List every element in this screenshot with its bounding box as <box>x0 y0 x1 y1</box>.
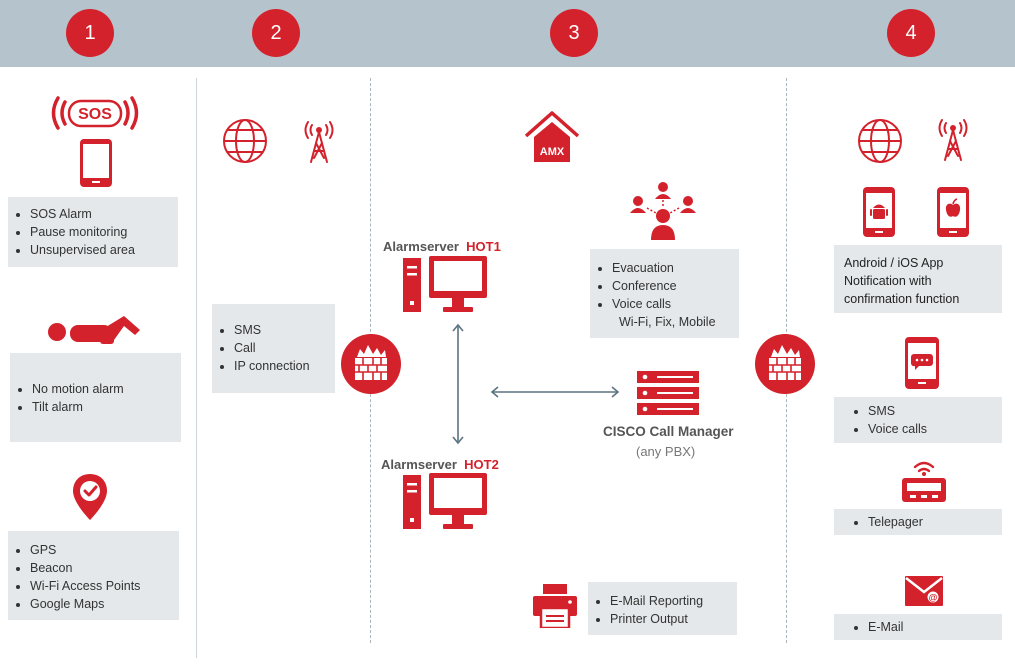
pager-icon <box>902 461 946 502</box>
list-item: Wi-Fi Access Points <box>30 577 179 595</box>
column-divider <box>196 78 197 658</box>
printer-icon <box>533 584 577 628</box>
list-item: Printer Output <box>610 610 737 628</box>
app-text-line: Android / iOS App <box>844 256 944 270</box>
list-item: No motion alarm <box>32 380 181 398</box>
list-item: Google Maps <box>30 595 179 613</box>
sos-features-box: SOS Alarm Pause monitoring Unsupervised … <box>8 197 178 267</box>
antenna-tower-icon <box>938 119 968 161</box>
vertical-connector-arrow <box>452 323 464 445</box>
conference-features-box: Evacuation Conference Voice calls Wi-Fi,… <box>590 249 739 338</box>
email-box: E-Mail <box>834 614 1002 640</box>
cisco-call-manager-subtitle: (any PBX) <box>636 444 696 459</box>
email-envelope-icon: @ <box>905 576 943 606</box>
step-2-badge: 2 <box>252 9 300 57</box>
svg-text:SOS: SOS <box>78 106 112 123</box>
list-item-continuation: Wi-Fi, Fix, Mobile <box>619 315 716 329</box>
list-item: Evacuation <box>612 259 739 277</box>
svg-text:AMX: AMX <box>540 146 565 158</box>
sms-voice-box: SMS Voice calls <box>834 397 1002 443</box>
list-item: GPS <box>30 541 179 559</box>
step-4-badge: 4 <box>887 9 935 57</box>
list-item: E-Mail Reporting <box>610 592 737 610</box>
telepager-box: Telepager <box>834 509 1002 535</box>
step-1-badge: 1 <box>66 9 114 57</box>
sms-phone-icon <box>905 337 939 389</box>
list-item: Call <box>234 339 335 357</box>
server-label-hot2: Alarmserver HOT2 <box>381 457 499 472</box>
header-bar <box>0 0 1015 67</box>
app-notification-box: Android / iOS App Notification with conf… <box>834 245 1002 313</box>
server-rack-icon <box>637 371 699 415</box>
list-item: Tilt alarm <box>32 398 181 416</box>
app-text-line: confirmation function <box>844 292 960 306</box>
list-item: Conference <box>612 277 739 295</box>
list-item: Beacon <box>30 559 179 577</box>
list-item: IP connection <box>234 357 335 375</box>
channels-box: SMS Call IP connection <box>212 304 335 393</box>
fallen-person-icon <box>48 316 140 344</box>
firewall-icon <box>341 334 401 394</box>
cisco-call-manager-title: CISCO Call Manager <box>603 424 734 439</box>
motion-features-box: No motion alarm Tilt alarm <box>10 353 181 442</box>
server-computer-icon <box>403 473 487 529</box>
globe-icon <box>223 119 267 163</box>
firewall-icon <box>755 334 815 394</box>
list-item: Voice calls <box>612 295 739 313</box>
list-item: Telepager <box>868 513 1002 531</box>
ios-phone-icon <box>937 187 969 237</box>
conference-group-icon <box>630 182 696 240</box>
amx-house-icon: AMX <box>524 111 580 162</box>
globe-icon <box>858 119 902 163</box>
server-label-hot1: Alarmserver HOT1 <box>383 239 501 254</box>
list-item: Voice calls <box>868 420 1002 438</box>
antenna-tower-icon <box>304 121 334 163</box>
horizontal-connector-arrow <box>490 386 620 398</box>
server-computer-icon <box>403 256 487 312</box>
svg-text:@: @ <box>929 593 938 603</box>
list-item: Unsupervised area <box>30 241 178 259</box>
location-pin-icon <box>73 474 107 520</box>
list-item: SOS Alarm <box>30 205 178 223</box>
step-3-badge: 3 <box>550 9 598 57</box>
list-item: Pause monitoring <box>30 223 178 241</box>
list-item: SMS <box>868 402 1002 420</box>
sos-signal-icon: SOS <box>51 96 139 130</box>
list-item: SMS <box>234 321 335 339</box>
list-item: E-Mail <box>868 618 1002 636</box>
android-phone-icon <box>863 187 895 237</box>
app-text-line: Notification with <box>844 274 932 288</box>
smartphone-icon <box>80 139 112 187</box>
location-features-box: GPS Beacon Wi-Fi Access Points Google Ma… <box>8 531 179 620</box>
reporting-box: E-Mail Reporting Printer Output <box>588 582 737 635</box>
